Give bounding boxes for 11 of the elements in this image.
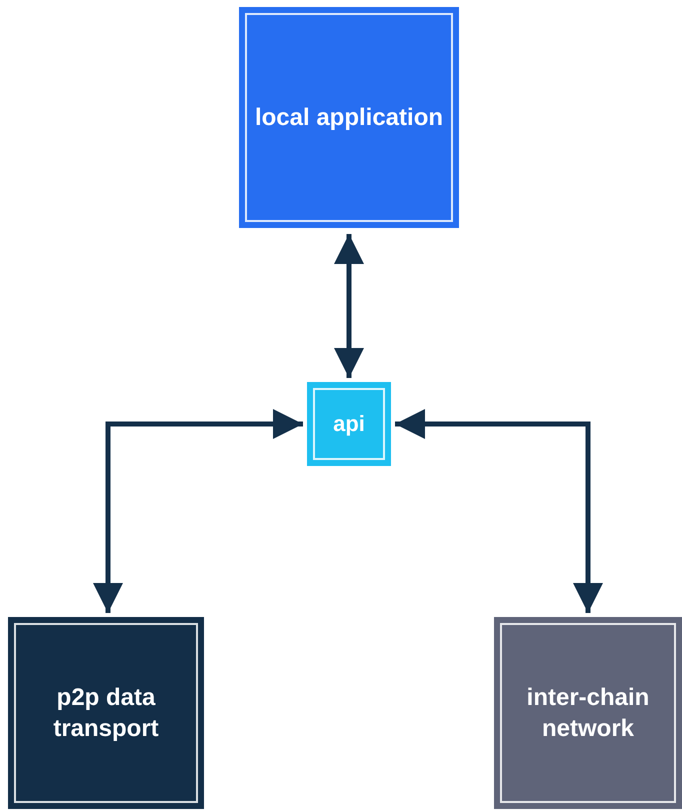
double-arrow bbox=[334, 234, 364, 378]
box-label: local application bbox=[254, 102, 444, 133]
transport-box bbox=[8, 617, 204, 809]
double-arrow bbox=[93, 409, 303, 613]
box-label: api bbox=[332, 410, 366, 438]
box-label: inter-chain network bbox=[526, 682, 650, 744]
api-box bbox=[307, 382, 391, 466]
network-box bbox=[494, 617, 682, 809]
box-label: p2p data transport bbox=[52, 682, 160, 744]
double-arrow bbox=[395, 409, 603, 613]
application-box bbox=[239, 7, 459, 228]
